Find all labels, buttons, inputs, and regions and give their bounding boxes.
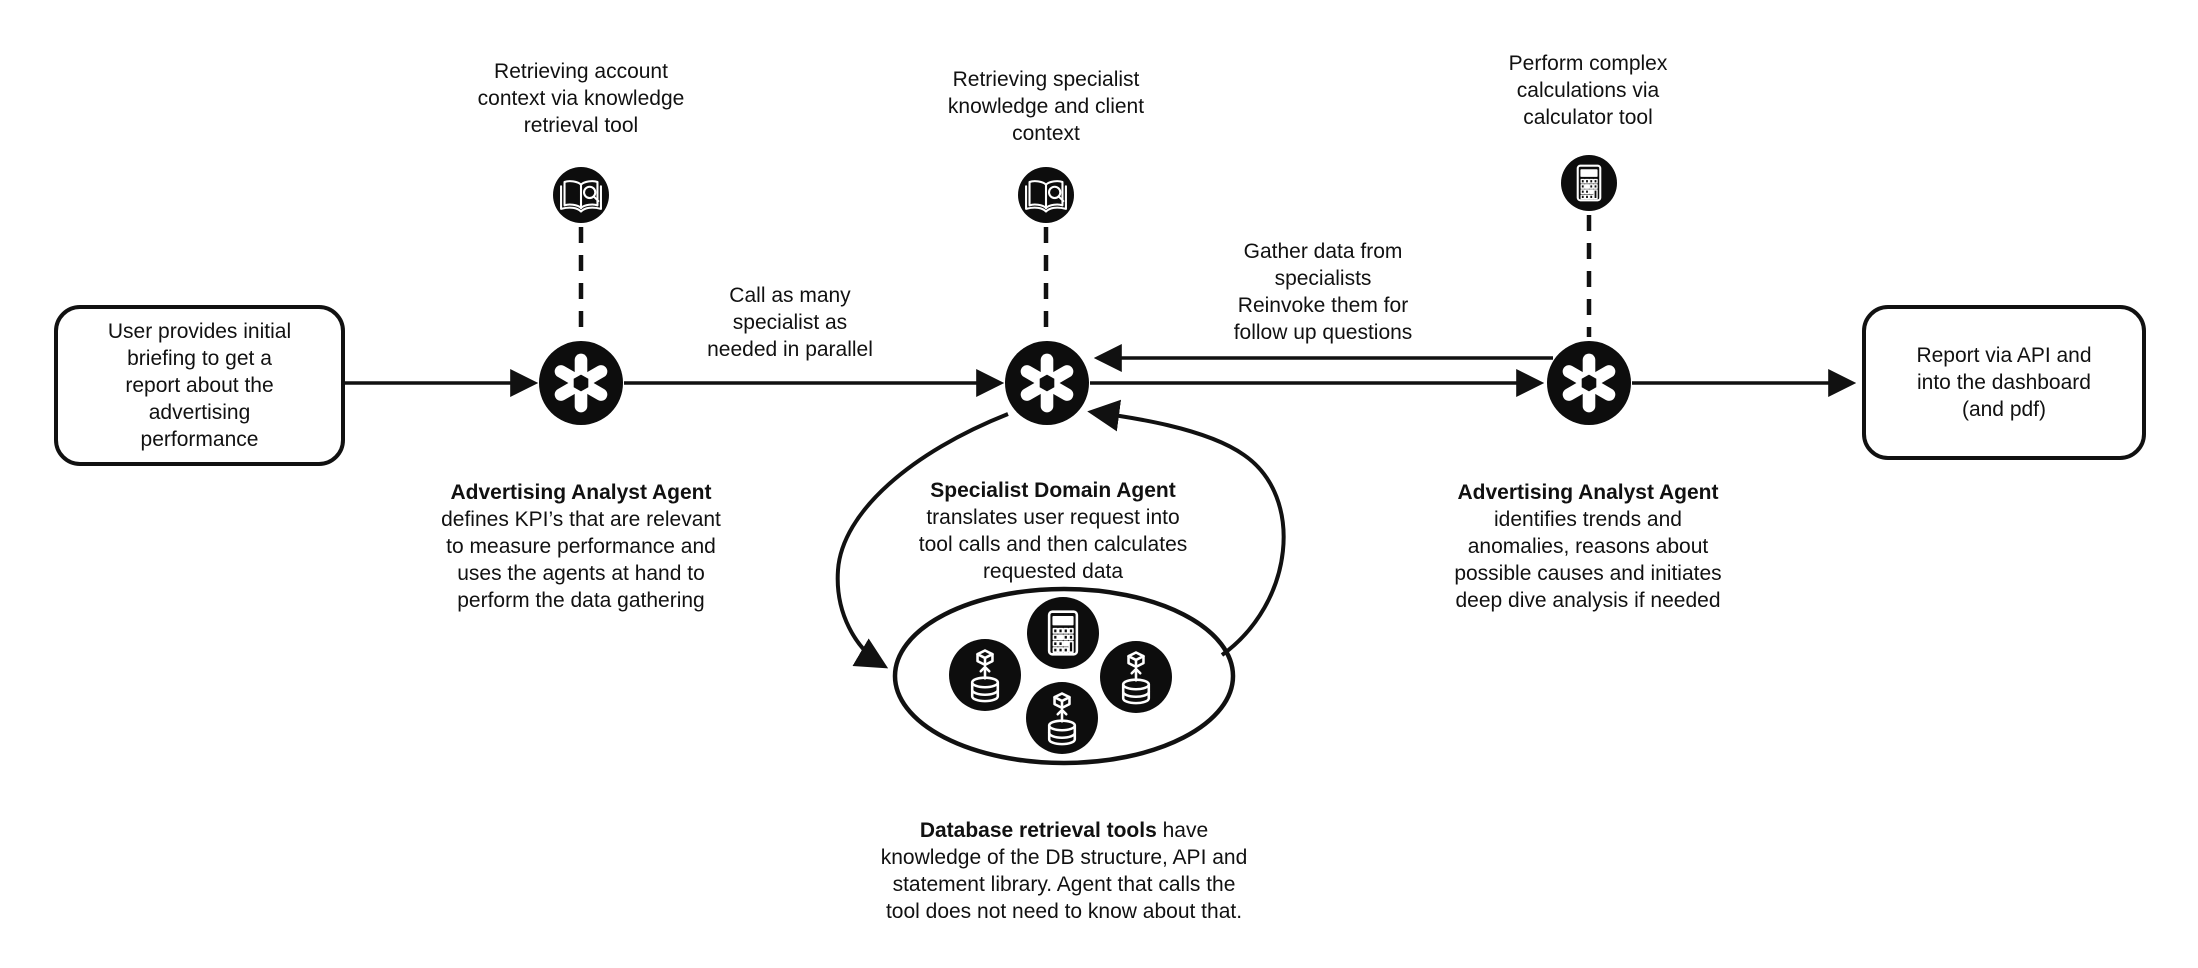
tool-node-knowledge-retrieval-2	[1018, 167, 1074, 223]
user-briefing-box: User provides initial briefing to get a …	[54, 305, 345, 466]
book-search-icon	[1020, 169, 1072, 221]
calculator-icon	[1031, 601, 1095, 665]
database-icon	[1030, 686, 1094, 750]
openai-logo-icon	[1547, 341, 1631, 425]
database-tools-title: Database retrieval tools	[919, 819, 1157, 842]
edge-note-parallel-calls: Call as many specialist as needed in par…	[707, 284, 873, 361]
agent1-description: defines KPI’s that are relevant to measu…	[441, 508, 721, 612]
agent2-name: Specialist Domain Agent	[930, 479, 1176, 502]
agent2-label: Specialist Domain Agent translates user r…	[919, 450, 1188, 585]
tool-node-knowledge-retrieval-1	[553, 167, 609, 223]
curve-db-tools-to-agent2	[1087, 399, 1286, 657]
database-icon	[1104, 645, 1168, 709]
database-tools-group-ellipse	[892, 586, 1236, 766]
agent3-description: identifies trends and anomalies, reasons…	[1454, 508, 1722, 612]
agent-node-advertising-analyst-1	[539, 341, 623, 425]
database-icon	[953, 643, 1017, 707]
agent3-label: Advertising Analyst Agent identifies tren…	[1454, 452, 1721, 614]
db-cluster-database-node-2	[1100, 641, 1172, 713]
agent3-name: Advertising Analyst Agent	[1457, 481, 1719, 504]
database-tools-label: Database retrieval tools have knowledge …	[881, 790, 1248, 925]
calculator-icon	[1563, 157, 1615, 209]
report-output-box: Report via API and into the dashboard (a…	[1862, 305, 2146, 460]
edge-note-gather-data: Gather data from specialists Reinvoke th…	[1233, 240, 1413, 344]
curve-agent2-to-db-tools	[835, 412, 1009, 669]
database-tools-description: have knowledge of the DB structure, API …	[880, 819, 1248, 923]
db-cluster-calculator-node	[1027, 597, 1099, 669]
db-cluster-database-node-3	[1026, 682, 1098, 754]
agent-node-advertising-analyst-2	[1547, 341, 1631, 425]
agent-node-specialist-domain	[1005, 341, 1089, 425]
book-search-icon	[555, 169, 607, 221]
openai-logo-icon	[1005, 341, 1089, 425]
tool2-callout-label: Retrieving specialist knowledge and clie…	[947, 68, 1145, 145]
tool3-callout-label: Perform complex calculations via calcula…	[1508, 52, 1668, 129]
db-cluster-database-node-1	[949, 639, 1021, 711]
tool1-callout-label: Retrieving account context via knowledge…	[477, 60, 685, 137]
openai-logo-icon	[539, 341, 623, 425]
agent1-label: Advertising Analyst Agent defines KPI’s t…	[441, 452, 721, 614]
agent1-name: Advertising Analyst Agent	[450, 481, 712, 504]
tool-node-calculator	[1561, 155, 1617, 211]
agent2-description: translates user request into tool calls …	[918, 506, 1188, 583]
